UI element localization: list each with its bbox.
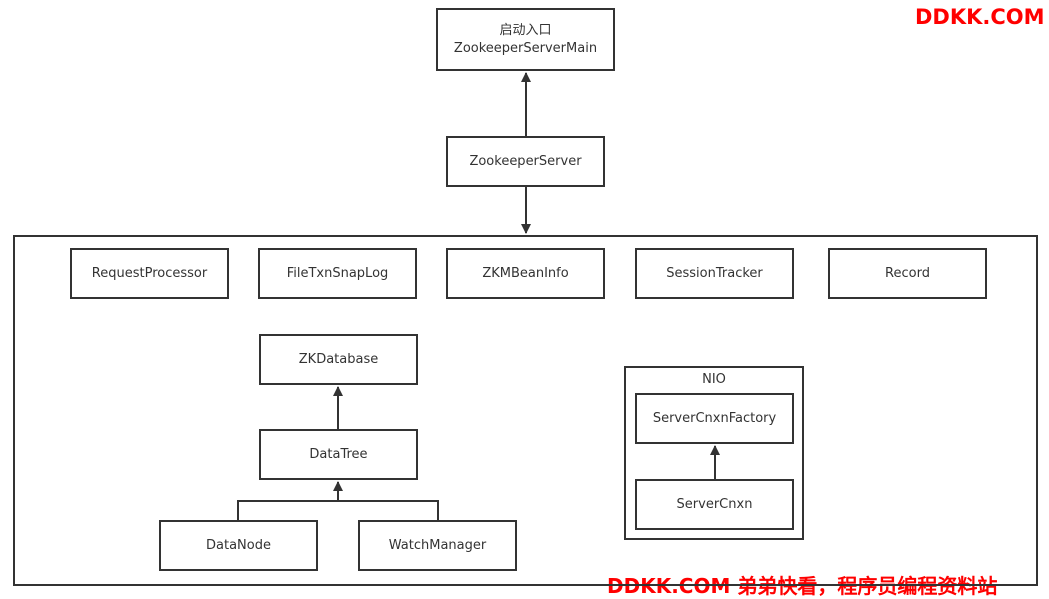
zkm-bean-info-node: ZKMBeanInfo bbox=[446, 248, 605, 299]
record-node: Record bbox=[828, 248, 987, 299]
zk-database-node: ZKDatabase bbox=[259, 334, 418, 385]
server-cnxn-node: ServerCnxn bbox=[635, 479, 794, 530]
watch-manager-node: WatchManager bbox=[358, 520, 517, 571]
entry-node-line2: ZookeeperServerMain bbox=[453, 40, 598, 56]
watermark-bottom: DDKK.COM 弟弟快看，程序员编程资料站 bbox=[607, 574, 998, 598]
session-tracker-node: SessionTracker bbox=[635, 248, 794, 299]
nio-group bbox=[624, 366, 804, 540]
server-cnxn-factory-node: ServerCnxnFactory bbox=[635, 393, 794, 444]
edge-datanode-bracket bbox=[237, 500, 439, 520]
file-txn-snap-log-node: FileTxnSnapLog bbox=[258, 248, 417, 299]
watermark-top: DDKK.COM bbox=[915, 5, 1045, 29]
data-tree-node: DataTree bbox=[259, 429, 418, 480]
request-processor-node: RequestProcessor bbox=[70, 248, 229, 299]
nio-group-label: NIO bbox=[702, 372, 726, 387]
zookeeper-server-node: ZookeeperServer bbox=[446, 136, 605, 187]
entry-node-line1: 启动入口 bbox=[499, 22, 552, 38]
entry-node: 启动入口 ZookeeperServerMain bbox=[436, 8, 615, 71]
data-node-node: DataNode bbox=[159, 520, 318, 571]
zookeeper-server-container bbox=[13, 235, 1038, 586]
